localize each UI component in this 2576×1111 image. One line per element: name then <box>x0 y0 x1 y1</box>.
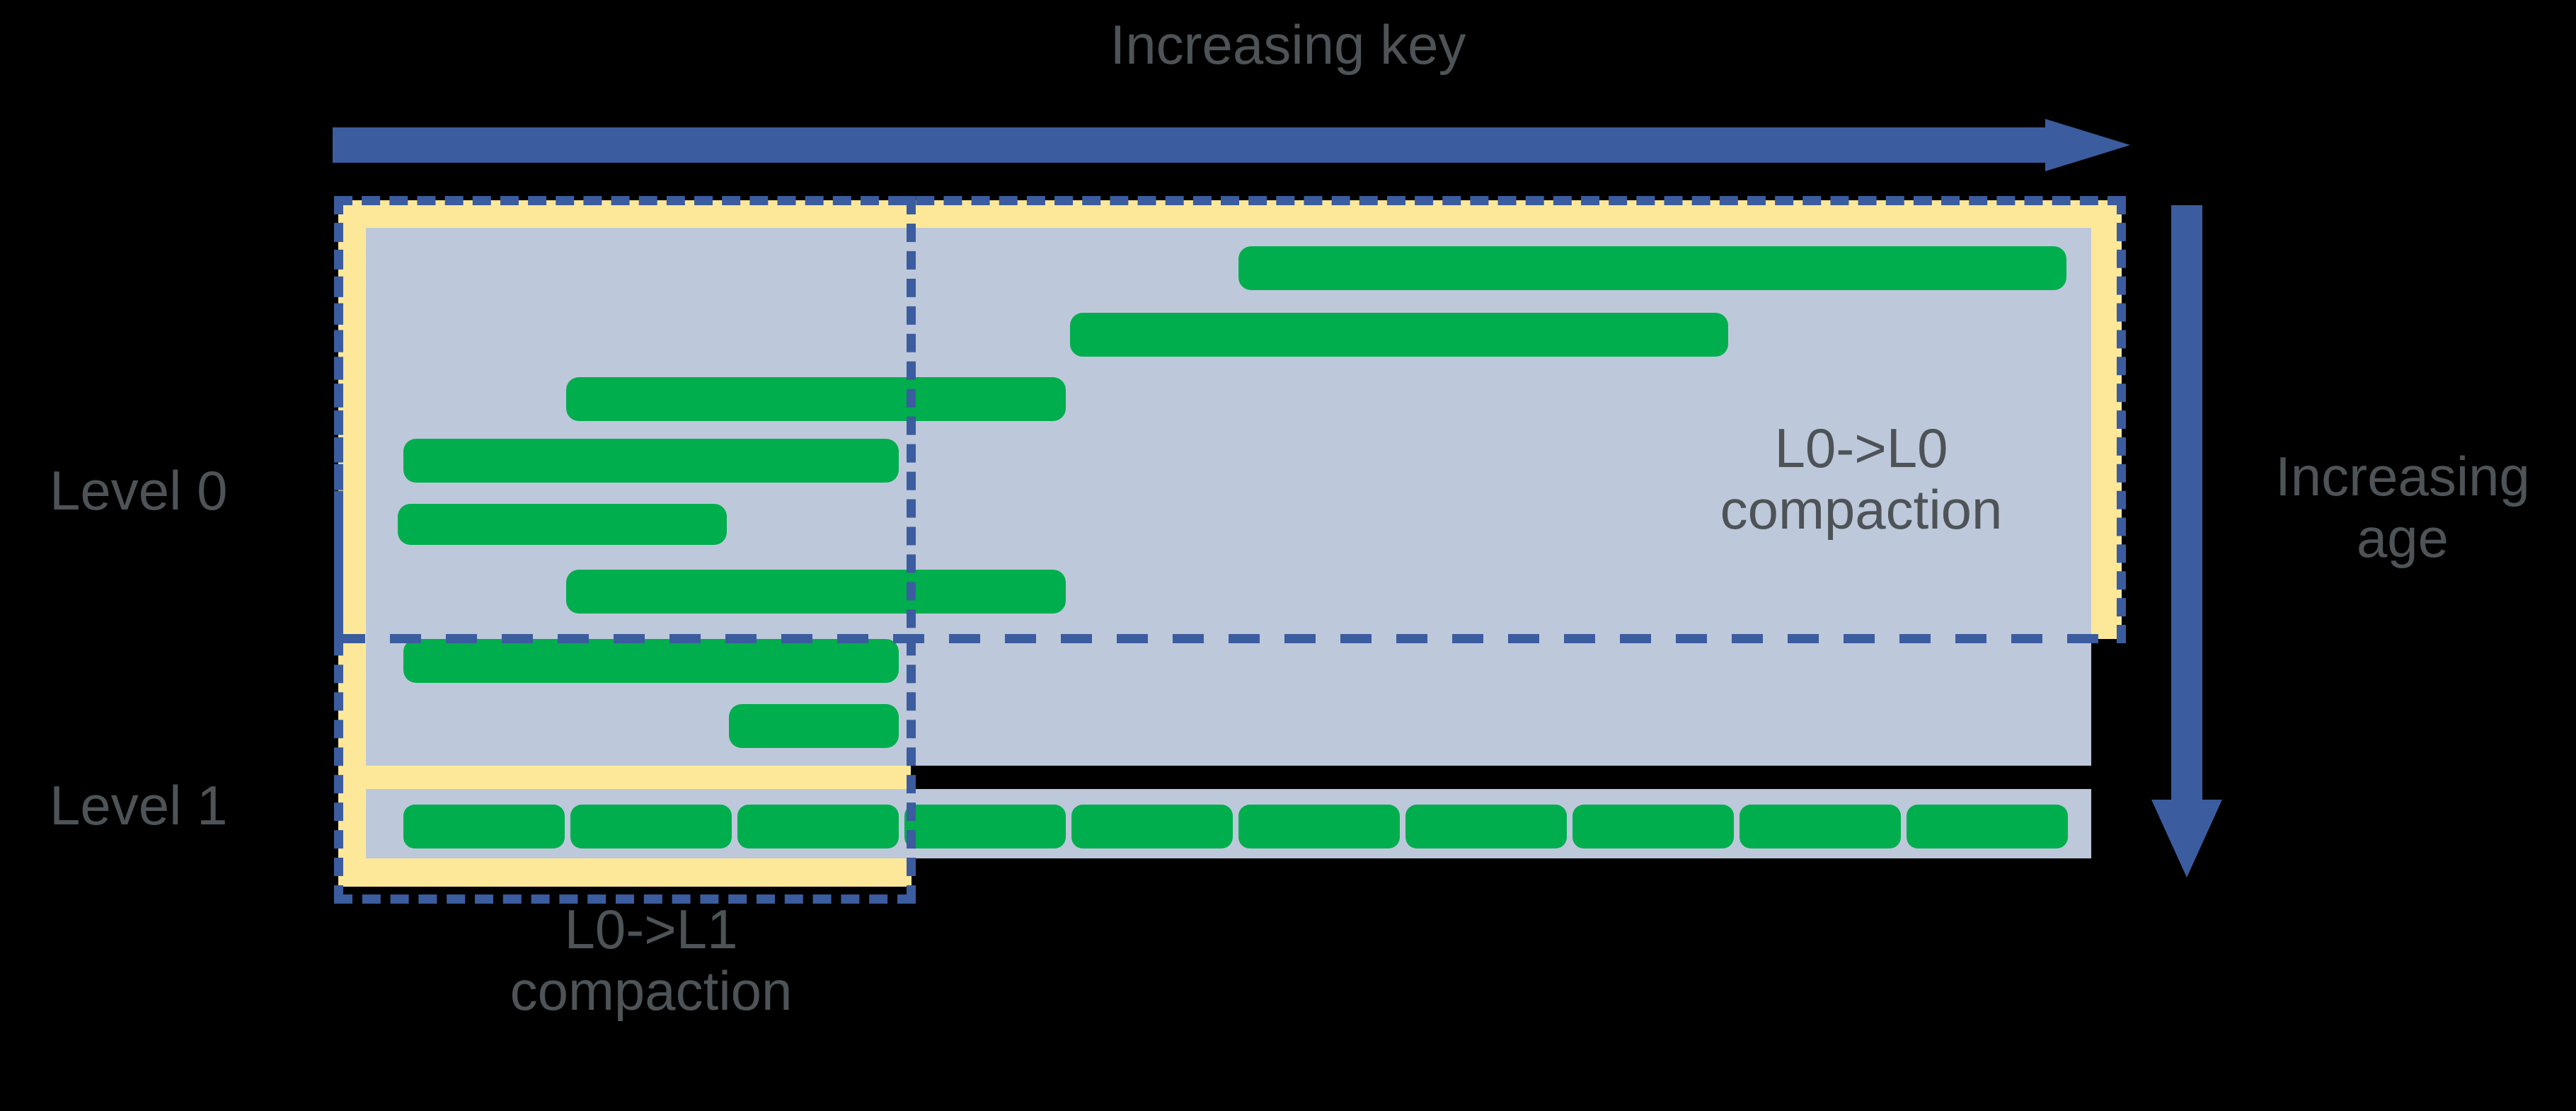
sstable-bar <box>403 439 899 483</box>
sstable-bar <box>403 639 899 683</box>
l0-to-l1-compaction-label: L0->L1 compaction <box>510 898 793 1023</box>
l0-to-l0-compaction-dashed-bottom-edge <box>334 634 2126 643</box>
increasing-key-label: Increasing key <box>1110 13 1466 76</box>
sstable-bar <box>729 704 899 748</box>
sstable-bar <box>737 805 899 848</box>
l0-to-l0-compaction-label: L0->L0 compaction <box>1720 417 2003 541</box>
level-0-label: Level 0 <box>50 459 228 522</box>
increasing-key-arrow <box>333 119 2130 171</box>
sstable-bar <box>1740 805 1901 848</box>
sstable-bar <box>1238 246 2066 290</box>
level-1-label: Level 1 <box>50 774 228 836</box>
sstable-bar <box>1070 313 1728 357</box>
sstable-bar <box>1405 805 1567 848</box>
level-gap-highlight <box>366 766 911 789</box>
sstable-bar <box>403 805 565 848</box>
sstable-bar <box>904 805 1066 848</box>
l0-to-l1-compaction-dashed-box[interactable] <box>334 196 916 904</box>
sstable-bar <box>1238 805 1400 848</box>
sstable-bar <box>398 504 727 545</box>
sstable-bar <box>570 805 732 848</box>
sstable-bar <box>1572 805 1734 848</box>
sstable-bar <box>1071 805 1233 848</box>
sstable-bar <box>1907 805 2068 848</box>
level-divider-line <box>911 766 2091 789</box>
increasing-age-label: Increasing age <box>2275 445 2530 570</box>
increasing-age-arrow <box>2151 205 2222 877</box>
sstable-bar <box>566 377 1066 421</box>
sstable-bar <box>566 570 1066 614</box>
